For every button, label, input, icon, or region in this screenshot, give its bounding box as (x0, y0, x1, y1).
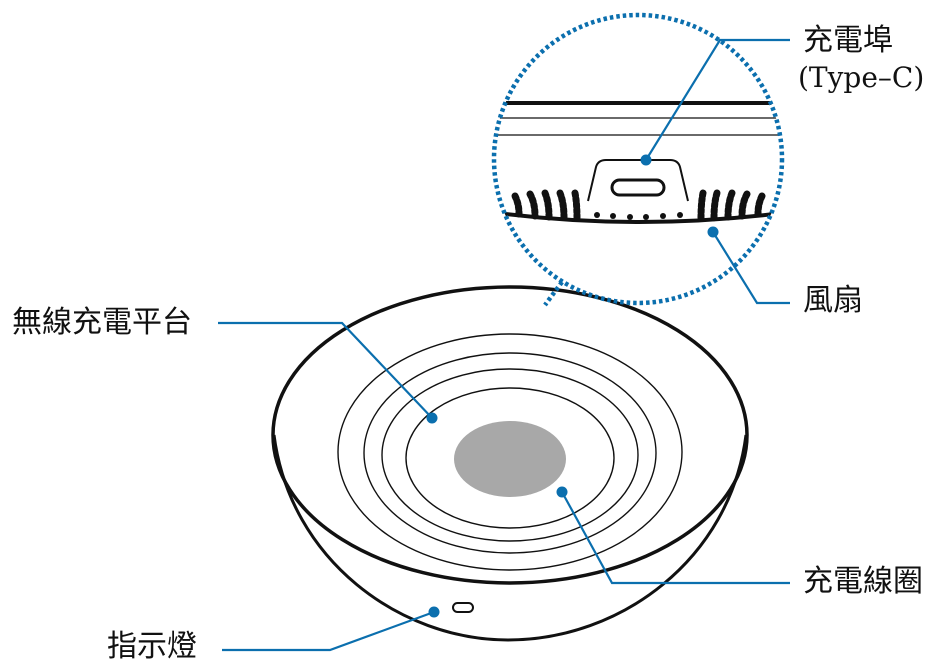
callout-line-fan (712, 231, 790, 305)
charger-ring-4 (405, 387, 615, 529)
charger-pad (271, 285, 749, 642)
callout-dot-indicator (428, 606, 440, 618)
usb-port-housing (587, 159, 689, 202)
callout-line-indicator (222, 610, 435, 652)
label-charging-port-type: (Type–C) (798, 61, 925, 94)
callout-dot-coil (556, 486, 568, 498)
charger-base-outline (272, 434, 748, 642)
label-charging-port: 充電埠 (803, 23, 893, 58)
label-charging-coil: 充電線圈 (803, 564, 923, 599)
callout-line-charging-port (645, 38, 790, 161)
label-indicator-light: 指示燈 (107, 629, 197, 664)
magnifier-border (491, 12, 785, 306)
charger-ring-2 (363, 352, 657, 554)
callout-dot-fan (707, 226, 719, 238)
callout-dot-charging-port (640, 154, 652, 166)
zoom-bottom-edge (494, 210, 782, 224)
fan-vents-right (697, 189, 766, 223)
label-wireless-charging-pad: 無線充電平台 (12, 305, 192, 340)
charger-top-ellipse (271, 285, 749, 585)
fan-vents-left (511, 189, 581, 223)
callout-line-pad (218, 321, 433, 419)
fan-vent-dots (594, 212, 683, 220)
indicator-light (452, 602, 474, 613)
usb-c-port (610, 178, 666, 197)
label-fan: 風扇 (803, 283, 863, 318)
magnifier (491, 12, 785, 307)
magnifier-pointer (543, 280, 564, 307)
callouts (218, 38, 790, 652)
charger-ring-3 (381, 368, 639, 542)
callout-dot-pad (426, 412, 438, 424)
charger-ring-1 (337, 333, 683, 571)
charging-coil-fill (454, 421, 566, 497)
callout-line-coil (561, 491, 790, 585)
